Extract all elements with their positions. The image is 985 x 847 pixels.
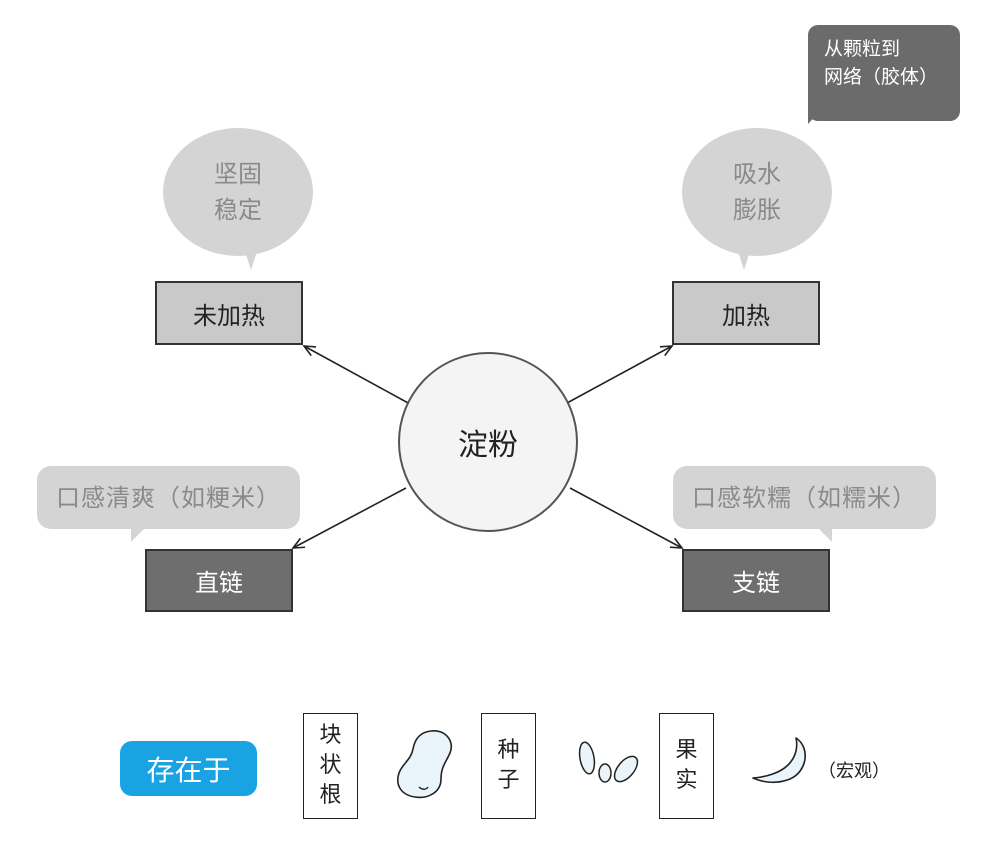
- banana-icon: [752, 737, 806, 784]
- amylose-bubble: 口感清爽（如粳米）: [37, 466, 300, 529]
- unheated-bubble-tail: [244, 248, 258, 270]
- colloid-note-line2: 网络（胶体）: [824, 66, 939, 88]
- heated-bubble-tail: [737, 248, 751, 270]
- heated-label: 加热: [722, 301, 770, 330]
- heated-box: 加热: [672, 281, 820, 345]
- fruits-line2: 实: [675, 768, 698, 793]
- potato-icon: [397, 730, 452, 799]
- amylopectin-bubble-text: 口感软糯（如糯米）: [692, 483, 917, 512]
- unheated-bubble-line1: 坚固: [214, 160, 262, 188]
- seeds-line1: 种: [497, 738, 520, 763]
- arrow-to-amylose: [291, 487, 407, 549]
- amylose-bubble-tail: [131, 528, 145, 542]
- tubers-line1: 块: [319, 723, 342, 748]
- unheated-box: 未加热: [155, 281, 303, 345]
- amylose-label: 直链: [195, 569, 243, 597]
- amylopectin-label: 支链: [732, 569, 780, 597]
- amylopectin-box: 支链: [682, 549, 830, 612]
- arrow-to-heated: [566, 345, 674, 404]
- amylopectin-bubble: 口感软糯（如糯米）: [673, 466, 936, 529]
- tubers-card: 块 状 根: [303, 713, 358, 819]
- heated-bubble-line2: 膨胀: [733, 196, 781, 224]
- exists-in-badge: 存在于: [120, 741, 257, 796]
- amylose-bubble-text: 口感清爽（如粳米）: [56, 483, 281, 512]
- arrow-to-amylopectin: [569, 487, 684, 549]
- amylopectin-bubble-tail: [818, 528, 832, 542]
- heated-bubble: 吸水 膨胀: [682, 128, 832, 256]
- starch-node: 淀粉: [398, 352, 578, 532]
- arrow-to-unheated: [302, 345, 411, 405]
- tubers-line3: 根: [319, 783, 342, 808]
- fruits-line1: 果: [675, 738, 698, 763]
- colloid-note-tail: [808, 100, 830, 124]
- seeds-line2: 子: [497, 768, 520, 793]
- seeds-card: 种 子: [481, 713, 536, 819]
- exists-in-label: 存在于: [146, 753, 231, 787]
- tubers-line2: 状: [319, 753, 342, 778]
- heated-bubble-line1: 吸水: [733, 160, 781, 188]
- amylose-box: 直链: [145, 549, 293, 612]
- unheated-bubble-line2: 稳定: [214, 196, 262, 224]
- colloid-note: 从颗粒到 网络（胶体）: [808, 25, 960, 121]
- seeds-icon: [578, 741, 639, 783]
- unheated-bubble: 坚固 稳定: [163, 128, 313, 256]
- fruits-card: 果 实: [659, 713, 714, 819]
- colloid-note-line1: 从颗粒到: [824, 38, 901, 60]
- unheated-label: 未加热: [193, 301, 265, 330]
- starch-label: 淀粉: [458, 428, 518, 463]
- macro-note: （宏观）: [818, 761, 890, 782]
